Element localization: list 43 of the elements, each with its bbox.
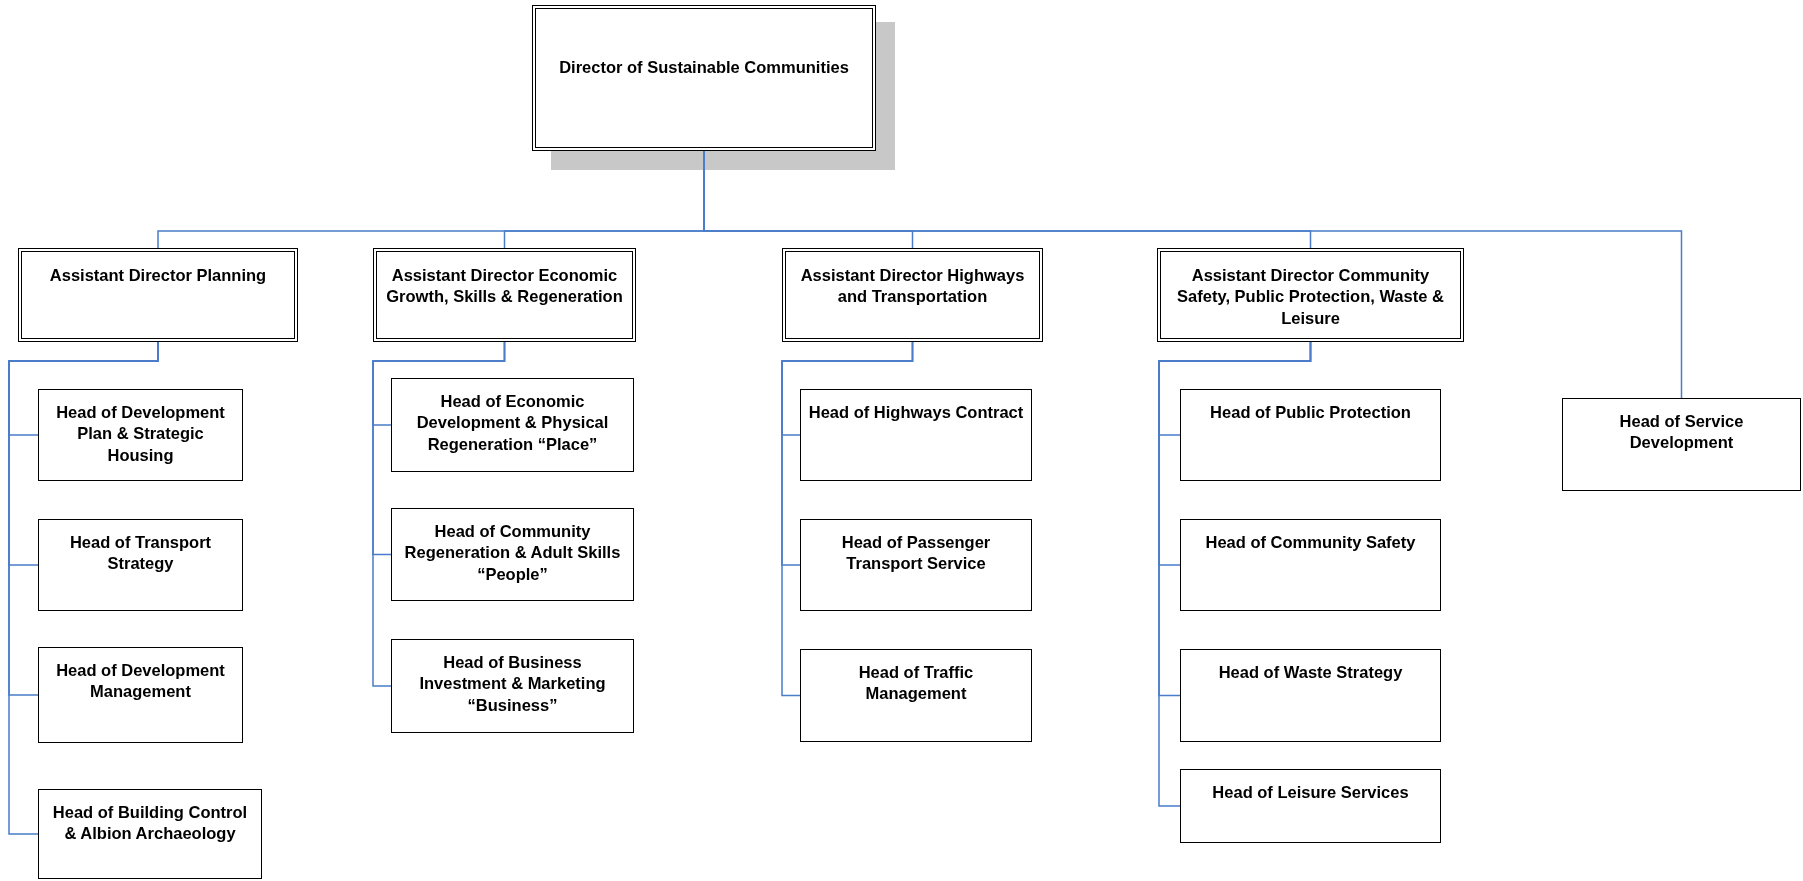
- box-label: Head of Economic Development & Physical Regeneration “Place”: [415, 391, 610, 455]
- box-label: Director of Sustainable Communities: [559, 57, 849, 78]
- box-label: Assistant Director Highways and Transportation: [799, 265, 1026, 308]
- head-box: [1180, 769, 1441, 843]
- box-label: Head of Community Safety: [1205, 532, 1416, 553]
- head-box: [38, 389, 243, 481]
- head-box: [38, 789, 262, 879]
- head-box: [391, 508, 634, 601]
- box-label: Head of Highways Contract: [808, 402, 1024, 423]
- box-label: Head of Leisure Services: [1212, 782, 1409, 803]
- box-label: Head of Development Management: [55, 660, 226, 703]
- assistant-director-box: [782, 248, 1043, 342]
- box-label: Assistant Director Community Safety, Public Protection, Waste & Leisure: [1176, 265, 1445, 329]
- head-box: [800, 519, 1032, 611]
- assistant-director-box: [373, 248, 636, 342]
- box-label: Head of Community Regeneration & Adult Skills “People”: [403, 521, 622, 585]
- head-box: [391, 378, 634, 472]
- head-box: [38, 647, 243, 743]
- head-box: [1180, 519, 1441, 611]
- box-label: Head of Business Investment & Marketing “Business”: [418, 652, 607, 716]
- head-box: [1180, 389, 1441, 481]
- director-box: [532, 5, 876, 151]
- box-label: Head of Service Development: [1618, 411, 1745, 454]
- head-box: [1180, 649, 1441, 742]
- head-box: [391, 639, 634, 733]
- box-label: Head of Passenger Transport Service: [840, 532, 992, 575]
- box-label: Head of Traffic Management: [857, 662, 975, 705]
- box-label: Head of Transport Strategy: [68, 532, 213, 575]
- connector-line: [372, 341, 506, 687]
- head-box: [1562, 398, 1801, 491]
- head-box: [38, 519, 243, 611]
- box-label: Head of Waste Strategy: [1218, 662, 1403, 683]
- box-label: Head of Public Protection: [1210, 402, 1411, 423]
- connector-line: [1158, 341, 1312, 807]
- box-label: Assistant Director Planning: [49, 265, 267, 286]
- box-label: Assistant Director Economic Growth, Skills & Regeneration: [385, 265, 624, 308]
- connector-line: [781, 341, 914, 697]
- box-label: Head of Building Control & Albion Archaeology: [51, 802, 249, 845]
- box-label: Head of Development Plan & Strategic Housing: [55, 402, 226, 466]
- assistant-director-box: [18, 248, 298, 342]
- assistant-director-box: [1157, 248, 1464, 342]
- head-box: [800, 389, 1032, 481]
- head-box: [800, 649, 1032, 742]
